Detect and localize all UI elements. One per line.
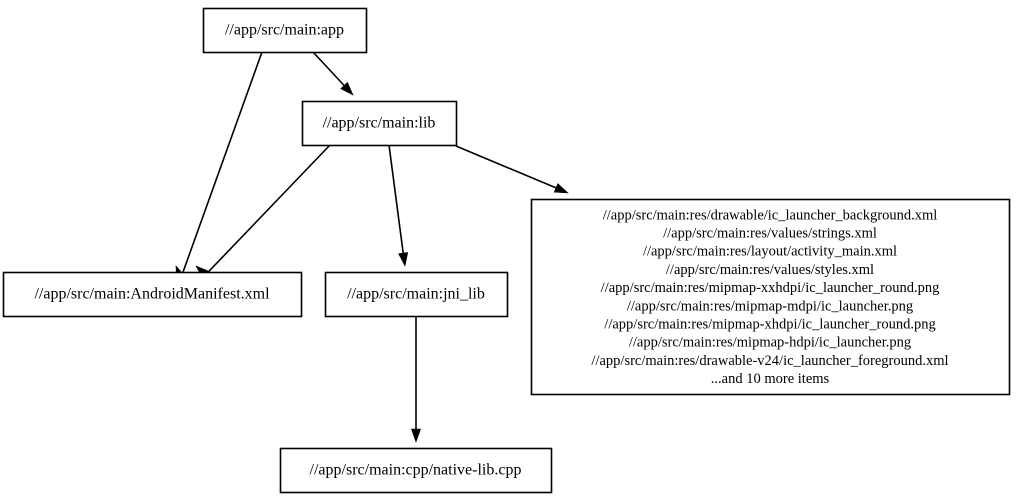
node-box[interactable] xyxy=(2,271,303,318)
node-label-line: //app/src/main:res/mipmap-mdpi/ic_launch… xyxy=(627,298,913,314)
node-label-line: //app/src/main:res/layout/activity_main.… xyxy=(643,244,897,260)
graph-edge xyxy=(312,51,354,96)
node-label-line: ...and 10 more items xyxy=(711,371,830,387)
edges-layer xyxy=(175,51,569,443)
node-label: //app/src/main:jni_lib xyxy=(347,286,485,303)
graph-node-jni_lib[interactable]: //app/src/main:jni_lib xyxy=(324,271,509,318)
node-box[interactable] xyxy=(279,447,553,494)
edge-line xyxy=(388,144,404,254)
graph-edge xyxy=(455,145,569,194)
graph-edge xyxy=(195,144,331,279)
graph-node-native_lib[interactable]: //app/src/main:cpp/native-lib.cpp xyxy=(279,447,553,494)
node-label-line: //app/src/main:res/mipmap-hdpi/ic_launch… xyxy=(629,335,911,351)
node-label-line: //app/src/main:res/values/styles.xml xyxy=(666,262,874,278)
graph-node-lib[interactable]: //app/src/main:lib xyxy=(301,100,458,147)
edge-line xyxy=(180,51,263,279)
node-box[interactable] xyxy=(324,271,509,318)
node-label-line: //app/src/main:res/mipmap-xhdpi/ic_launc… xyxy=(604,317,935,333)
edge-line xyxy=(205,144,331,276)
graph-node-manifest[interactable]: //app/src/main:AndroidManifest.xml xyxy=(2,271,303,318)
node-box[interactable] xyxy=(202,7,368,54)
node-box[interactable] xyxy=(301,100,458,147)
node-label: //app/src/main:cpp/native-lib.cpp xyxy=(310,462,522,479)
graph-edge xyxy=(388,144,409,267)
node-label-line: //app/src/main:res/values/strings.xml xyxy=(663,226,877,242)
node-label: //app/src/main:app xyxy=(225,22,344,39)
edge-arrowhead xyxy=(410,428,422,443)
graph-node-resources[interactable]: //app/src/main:res/drawable/ic_launcher_… xyxy=(530,198,1011,396)
node-label-line: //app/src/main:res/drawable/ic_launcher_… xyxy=(603,207,938,223)
node-label-line: //app/src/main:res/drawable-v24/ic_launc… xyxy=(591,353,948,369)
edge-arrowhead xyxy=(553,183,569,194)
node-label-line: //app/src/main:res/mipmap-xxhdpi/ic_laun… xyxy=(601,280,940,296)
node-box[interactable] xyxy=(530,198,1011,396)
graph-node-app[interactable]: //app/src/main:app xyxy=(202,7,368,54)
graph-edge xyxy=(410,316,422,443)
nodes-layer: //app/src/main:app //app/src/main:lib //ap… xyxy=(2,7,1011,494)
edge-arrowhead xyxy=(398,252,409,267)
node-label: //app/src/main:AndroidManifest.xml xyxy=(34,286,270,303)
edge-line xyxy=(455,145,557,189)
node-label: //app/src/main:lib xyxy=(323,115,436,132)
edge-arrowhead xyxy=(340,81,354,96)
node-label: //app/src/main:res/drawable/ic_launcher_… xyxy=(591,207,948,387)
graph-edge xyxy=(175,51,263,281)
edge-line xyxy=(312,51,345,87)
